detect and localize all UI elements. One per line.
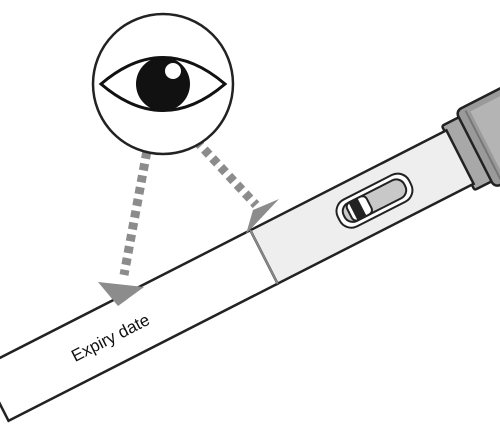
arrow-to-expiry-date [119,139,154,276]
autoinjector-pen: Expiry date [0,74,500,423]
eye-icon [91,12,235,156]
inspection-window [335,172,414,229]
arrowhead-inspection-window [246,199,279,234]
arrowhead-expiry-date [98,282,144,306]
pen-cap [441,74,500,191]
